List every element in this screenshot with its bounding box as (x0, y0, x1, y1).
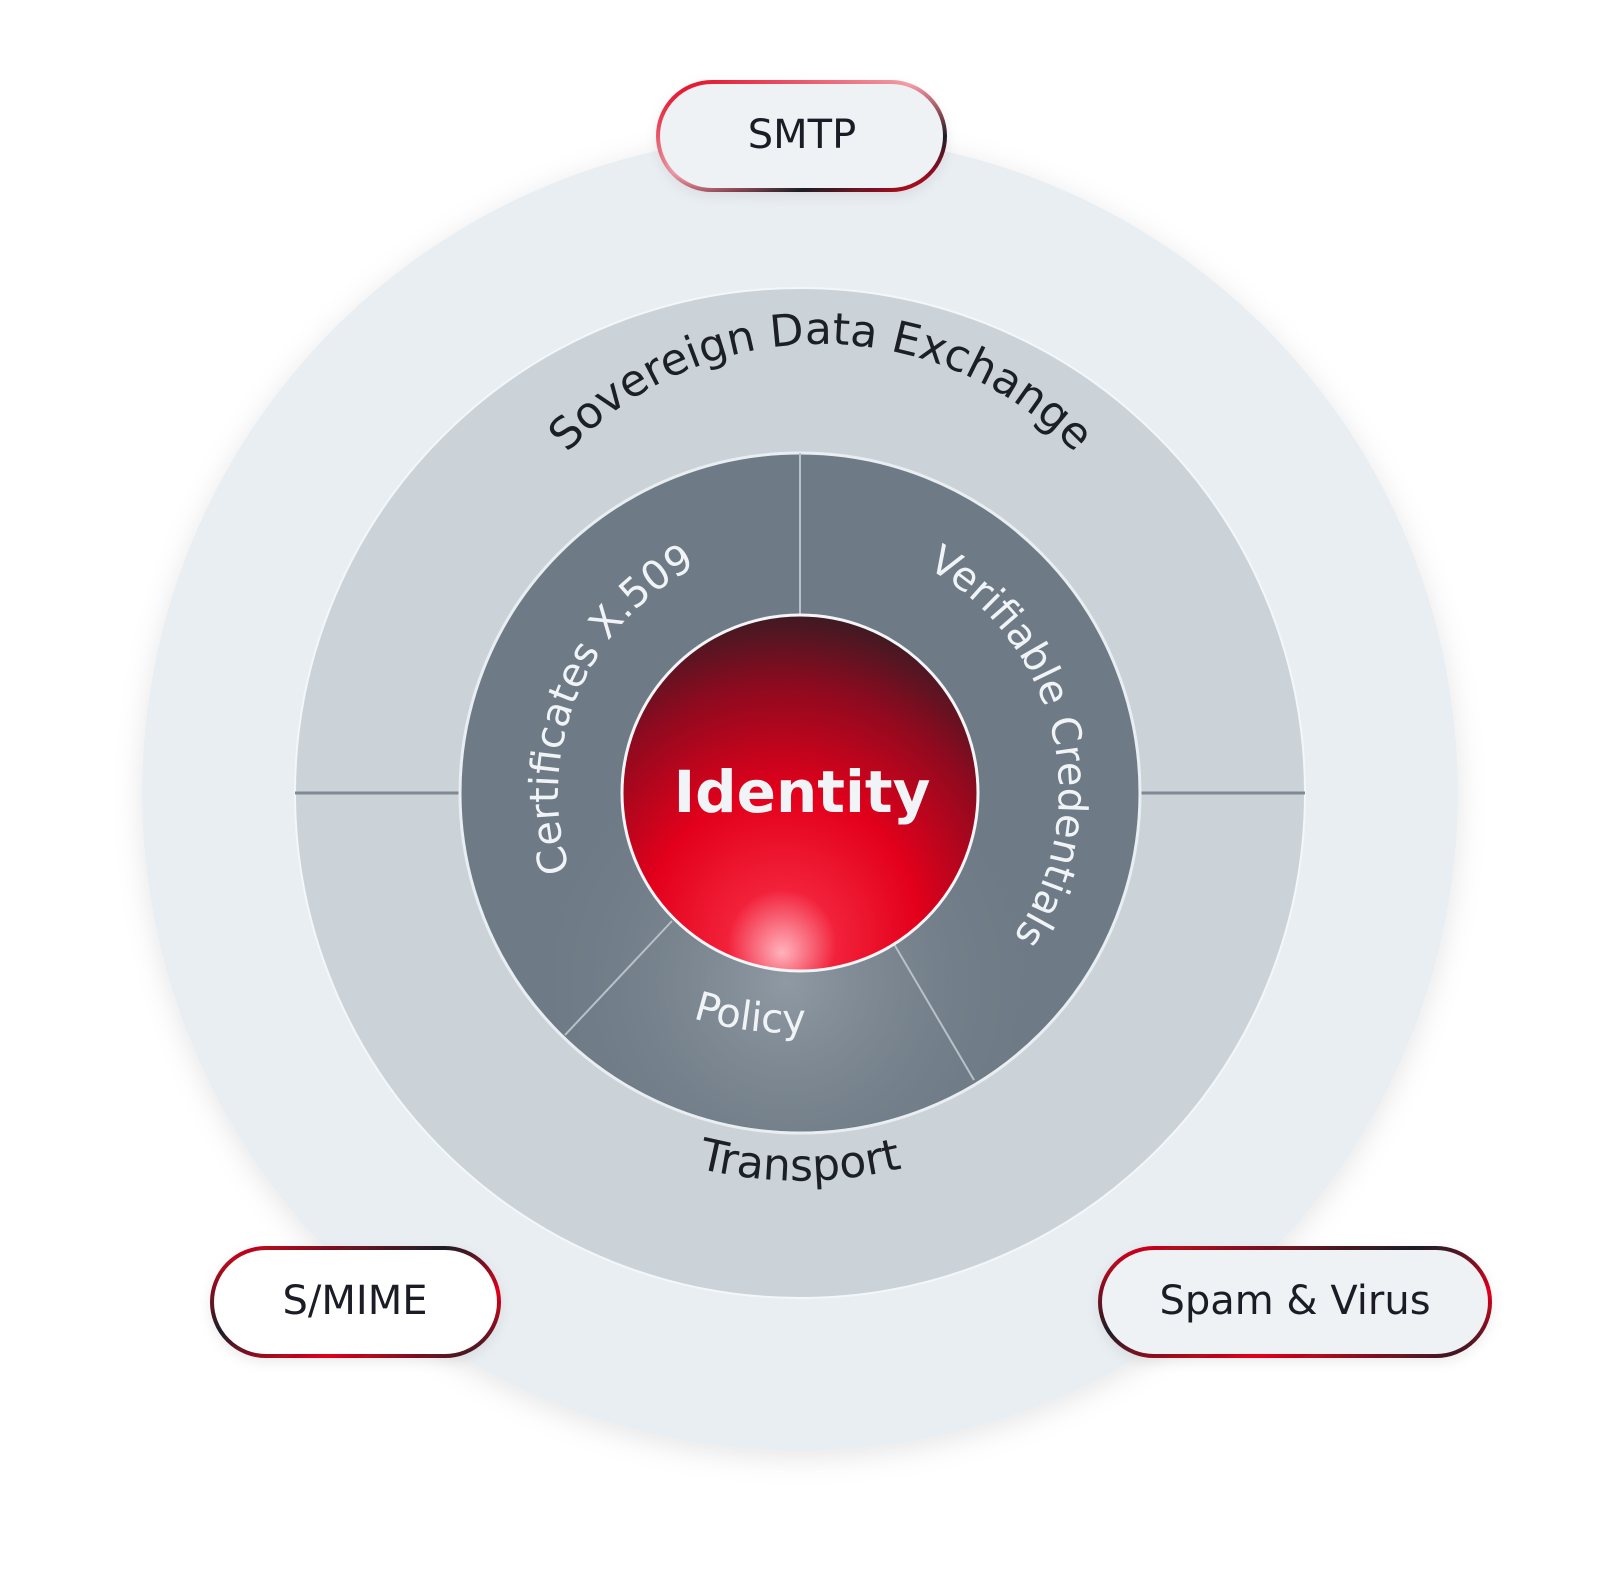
spam-virus-badge-label: Spam & Virus (1159, 1278, 1430, 1324)
smtp-badge-label: SMTP (748, 112, 856, 158)
smime-badge: S/MIME (210, 1246, 501, 1358)
identity-core (620, 613, 980, 973)
inner-ring-divider-lower-left (564, 920, 673, 1036)
spam-virus-badge: Spam & Virus (1098, 1246, 1492, 1358)
inner-ring-divider-lower-right (893, 943, 975, 1081)
identity-label: Identity (674, 758, 931, 826)
smtp-badge: SMTP (656, 80, 947, 192)
smime-badge-label: S/MIME (283, 1278, 428, 1324)
